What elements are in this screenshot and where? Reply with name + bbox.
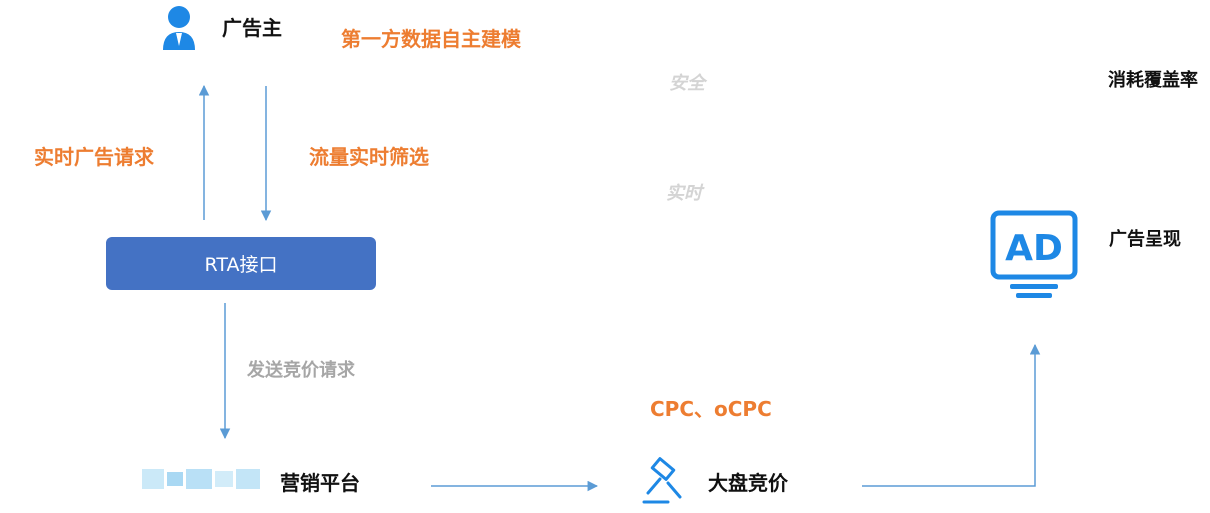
grand-bidding-label: 大盘竞价 (708, 471, 788, 495)
user-icon (163, 6, 195, 50)
consumption-coverage-label: 消耗覆盖率 (1108, 70, 1198, 91)
ad-monitor-icon: AD (990, 210, 1078, 298)
traffic-realtime-filter-label: 流量实时筛选 (309, 145, 429, 169)
logo-fragment (142, 469, 164, 489)
logo-fragment (167, 472, 183, 486)
logo-fragment (215, 471, 233, 487)
logo-fragment (186, 469, 212, 489)
svg-text:AD: AD (1005, 228, 1063, 269)
send-bid-request-label: 发送竞价请求 (247, 360, 355, 381)
realtime-label: 实时 (666, 183, 702, 204)
ad-display-label: 广告呈现 (1109, 229, 1181, 250)
safe-label: 安全 (669, 73, 705, 94)
bidding-models-label: CPC、oCPC (650, 397, 772, 421)
blurred-logo (142, 463, 264, 495)
first-party-modeling-label: 第一方数据自主建模 (341, 27, 521, 51)
rta-interface-label: RTA接口 (204, 254, 278, 276)
arrow-to-ad-display (862, 343, 1041, 487)
rta-interface-box: RTA接口 (106, 237, 376, 290)
auction-hammer-icon (642, 457, 682, 504)
logo-fragment (236, 469, 260, 489)
realtime-ad-request-label: 实时广告请求 (34, 145, 154, 169)
advertiser-label: 广告主 (222, 16, 282, 40)
marketing-platform-label: 营销平台 (280, 471, 360, 495)
